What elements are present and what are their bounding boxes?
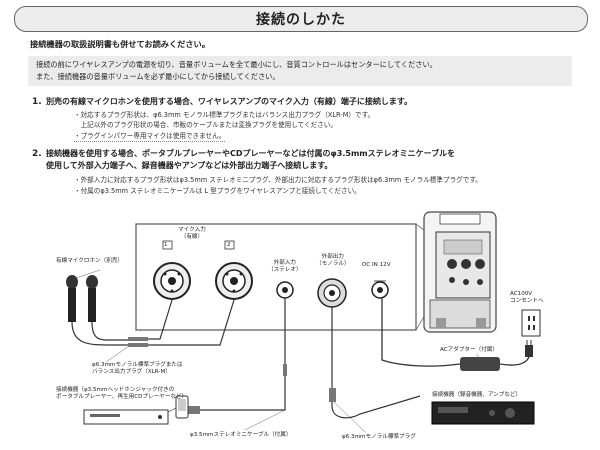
cd-player [83, 409, 169, 425]
outlet-label: AC100V コンセントへ [510, 291, 544, 304]
caution-line-2: また、接続機器の音量ボリュームを必ず最小にしてから接続してください。 [36, 72, 280, 81]
step-2-note-2: ・付属のφ3.5mm ステレオミニケーブルは L 型プラグをワイヤレスアンプと接… [74, 187, 361, 195]
speaker-unit [423, 211, 497, 333]
dc-in-label: DC IN 12V [362, 262, 391, 268]
step-2: 2. 接続機器を使用する場合、ポータブルプレーヤーやCDプレーヤーなどは付属のφ… [32, 148, 456, 172]
ac-outlet [521, 309, 541, 337]
step-1-note-3: ・プラグインパワー専用マイクは使用できません。 [74, 132, 226, 142]
step-2-number: 2. [32, 149, 42, 159]
wired-mic-2 [86, 275, 98, 322]
caution-line-1: 接続の前にワイヤレスアンプの電源を切り、音量ボリュームを全て最小にし、音質コント… [36, 60, 437, 69]
ac-adapter [381, 298, 530, 371]
ext-in-jack [276, 281, 294, 299]
ext-out-jack [317, 278, 347, 308]
mic-input-label: マイク入力 （有線） [178, 227, 206, 240]
mic-jack-1 [153, 262, 191, 300]
step-1: 1. 別売の有線マイクロホンを使用する場合、ワイヤレスアンプのマイク入力（有線）… [32, 96, 413, 108]
dc-in-jack [371, 280, 389, 299]
section-title: 接続のしかた [14, 6, 588, 32]
intro-text: 接続機器の取扱説明書も併せてお読みください。 [30, 39, 210, 49]
step-1-text: 別売の有線マイクロホンを使用する場合、ワイヤレスアンプのマイク入力（有線）端子に… [46, 97, 413, 106]
recording-device [431, 401, 535, 425]
ext-in-label: 外部入力 （ステレオ） [268, 260, 302, 273]
ac-adapter-label: ACアダプター（付属） [440, 347, 498, 353]
caution-box: 接続の前にワイヤレスアンプの電源を切り、音量ボリュームを全て最小にし、音質コント… [28, 56, 572, 86]
step-1-note-1: ・対応するプラグ形状は、φ6.3mm モノラル標準プラグまたはバランス出力プラグ… [74, 111, 375, 119]
step-2-line-1: 接続機器を使用する場合、ポータブルプレーヤーやCDプレーヤーなどは付属のφ3.5… [46, 149, 456, 158]
step-1-number: 1. [32, 97, 42, 107]
jack-1-number: 1 [164, 242, 168, 248]
wired-mic-label: 有線マイクロホン（別売） [56, 258, 124, 264]
step-2-note-1: ・外部入力に対応するプラグ形状はφ3.5mm ステレオミニプラグ、外部出力に対応… [74, 176, 482, 184]
mini-cable-label: φ3.5mmステレオミニケーブル（付属） [190, 432, 292, 438]
recording-device-label: 接続機器（録音機器、アンプなど） [432, 392, 522, 398]
portable-device-label: 接続機器（φ3.5mmヘッドホンジャック付きの ポータブルプレーヤー、再生用CD… [56, 387, 188, 400]
wired-mic-1 [66, 275, 78, 322]
jack-2-number: 2 [227, 242, 231, 248]
step-2-line-2: 使用して外部入力端子へ、録音機器やアンプなどは外部出力端子へ接続します。 [46, 161, 333, 170]
section-title-text: 接続のしかた [256, 12, 346, 28]
mic-jack-2 [215, 262, 253, 300]
step-1-note-2: 上記以外のプラグ形状の場合、市販のケーブルまたは変換プラグを使用してください。 [74, 121, 337, 129]
plug-type-label: φ6.3mmモノラル標準プラグまたは バランス出力プラグ（XLR-M） [92, 362, 183, 375]
ext-out-label: 外部出力 （モノラル） [316, 254, 350, 267]
mono-plug-label: φ6.3mmモノラル標準プラグ [342, 434, 416, 440]
